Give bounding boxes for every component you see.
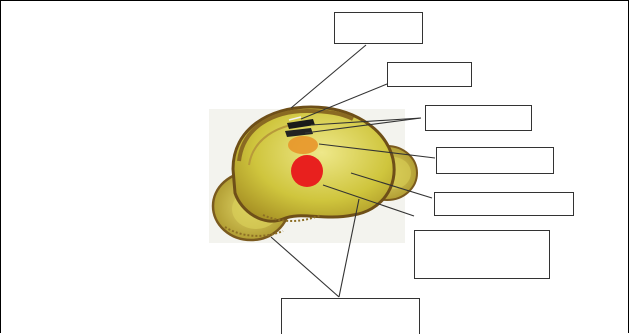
leader-line-7b <box>271 237 339 297</box>
label-box-5[interactable] <box>434 192 574 216</box>
label-box-3[interactable] <box>425 105 532 131</box>
leader-line-1 <box>291 45 366 108</box>
label-box-4[interactable] <box>436 147 554 174</box>
label-box-1[interactable] <box>334 12 423 44</box>
label-box-6[interactable] <box>414 230 550 279</box>
orange-spot <box>288 136 318 154</box>
label-box-2[interactable] <box>387 62 472 87</box>
red-core <box>291 155 323 187</box>
label-box-7[interactable] <box>281 298 420 334</box>
